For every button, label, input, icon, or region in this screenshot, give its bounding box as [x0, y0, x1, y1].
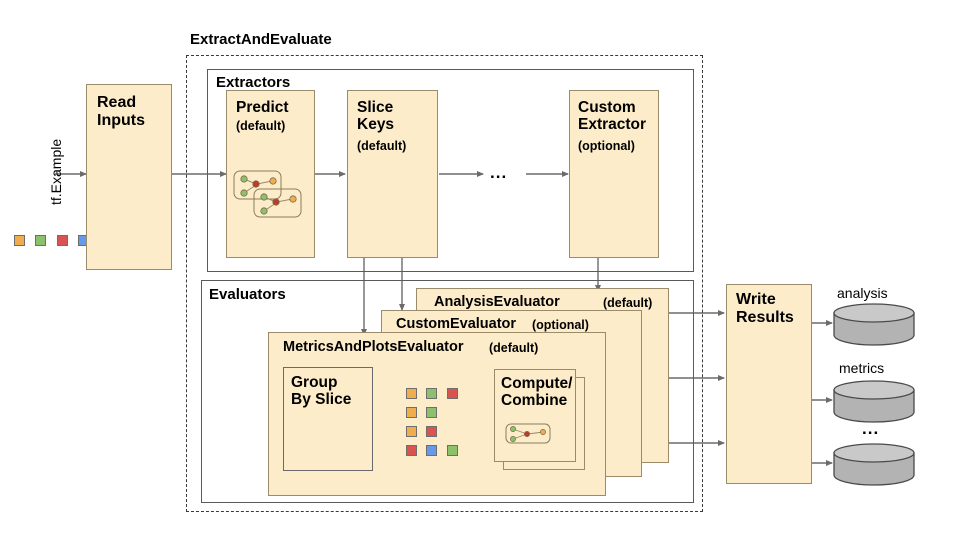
slice-swatch — [426, 407, 437, 418]
analysis-evaluator-qualifier: (default) — [603, 296, 653, 310]
custom-evaluator-qualifier: (optional) — [532, 318, 589, 332]
evaluators-heading: Evaluators — [209, 286, 286, 303]
metrics-store-cylinder — [833, 380, 915, 423]
compute-combine-box[interactable]: Compute/Combine — [494, 369, 576, 462]
custom-evaluator-title: CustomEvaluator — [396, 316, 517, 332]
extractors-ellipsis: ... — [490, 163, 508, 182]
metrics-store-label: metrics — [839, 360, 885, 376]
slice-swatch — [406, 407, 417, 418]
metrics-and-plots-evaluator-qualifier: (default) — [489, 341, 539, 355]
extractor-predict-qualifier: (default) — [236, 119, 286, 133]
evaluators-group — [201, 280, 694, 503]
extractor-custom-qualifier: (optional) — [578, 139, 635, 153]
slice-swatch — [426, 426, 437, 437]
slice-swatch — [447, 388, 458, 399]
extractor-predict-title: Predict — [236, 99, 289, 116]
input-swatch-row — [14, 235, 94, 249]
metrics-and-plots-evaluator-box[interactable]: MetricsAndPlotsEvaluator (default) Group… — [268, 332, 606, 496]
more-store-label: ... — [862, 419, 880, 438]
slice-swatch — [426, 388, 437, 399]
swatch-red — [57, 235, 68, 246]
extract-and-evaluate-container — [186, 55, 703, 512]
extract-and-evaluate-title: ExtractAndEvaluate — [190, 31, 332, 48]
extractors-group — [207, 69, 694, 272]
extractor-slice-keys-qualifier: (default) — [357, 139, 407, 153]
slice-swatch — [426, 445, 437, 456]
extractor-predict-box[interactable]: Predict (default) — [226, 90, 315, 258]
more-store-cylinder — [833, 443, 915, 486]
swatch-green — [35, 235, 46, 246]
metrics-and-plots-evaluator-title: MetricsAndPlotsEvaluator — [283, 339, 464, 355]
extractors-heading: Extractors — [216, 74, 291, 91]
model-graph-icon — [233, 170, 302, 218]
slice-swatch — [406, 388, 417, 399]
slice-swatch — [406, 426, 417, 437]
slice-swatch-grid — [406, 388, 470, 464]
compute-combine-label: Compute/Combine — [501, 375, 573, 410]
analysis-store-label: analysis — [837, 285, 888, 301]
analysis-store-cylinder — [833, 303, 915, 346]
swatch-orange — [14, 235, 25, 246]
compute-graph-icon — [505, 423, 551, 444]
slice-swatch — [406, 445, 417, 456]
input-label: tf.Example — [48, 138, 64, 205]
slice-swatch — [447, 445, 458, 456]
analysis-evaluator-title: AnalysisEvaluator — [434, 294, 560, 310]
